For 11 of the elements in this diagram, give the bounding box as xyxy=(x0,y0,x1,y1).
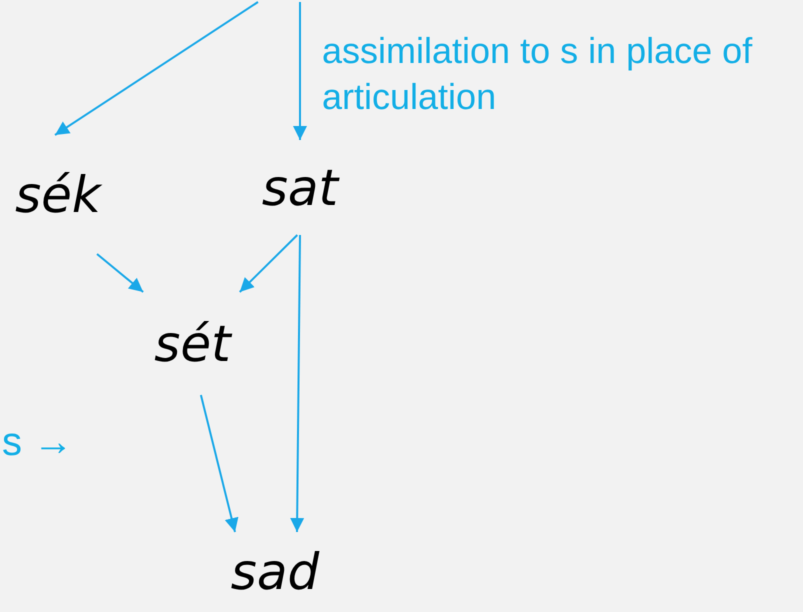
arrow xyxy=(54,1,259,136)
arrow xyxy=(293,2,307,140)
arrow xyxy=(290,235,304,532)
note-text: s → xyxy=(2,420,74,465)
word-label: sék xyxy=(15,166,101,224)
word-label: sét xyxy=(154,314,231,372)
word-label: sat xyxy=(262,158,338,216)
arrow xyxy=(200,394,238,532)
arrow xyxy=(239,234,298,293)
arrow xyxy=(96,253,144,293)
word-label: sad xyxy=(230,543,320,601)
